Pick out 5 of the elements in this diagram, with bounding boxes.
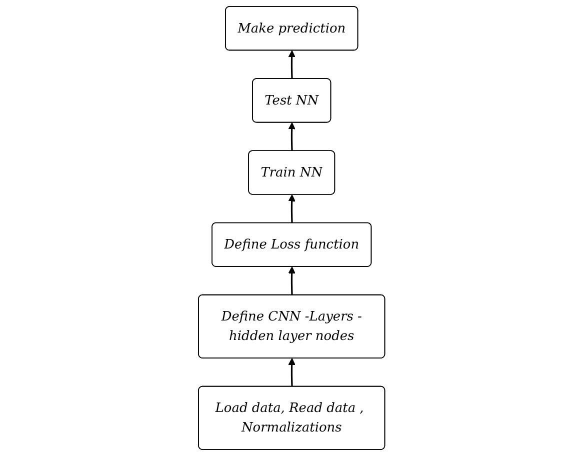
arrow — [288, 194, 296, 224]
arrow — [288, 358, 296, 387]
arrow — [288, 50, 296, 79]
arrow — [288, 122, 296, 152]
arrow — [288, 266, 296, 296]
